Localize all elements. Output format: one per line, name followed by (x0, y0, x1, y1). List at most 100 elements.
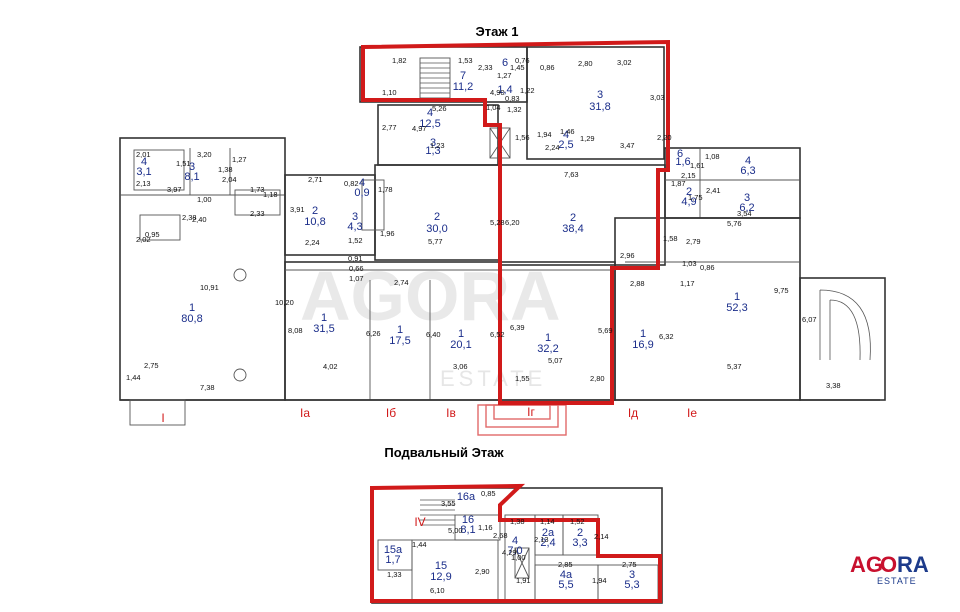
dimension-label: 1,14 (540, 517, 555, 526)
dimension-label: 1,51 (176, 159, 191, 168)
dimension-label: 0,76 (515, 56, 530, 65)
axis-labels: I Iа Iб Iв Iг Iд Iе IV (161, 405, 697, 529)
room-area: 6,2 (739, 202, 754, 214)
dimension-label: 5,77 (428, 237, 443, 246)
dimension-label: 2,85 (558, 560, 573, 569)
room-number: 3 (352, 211, 358, 223)
room-area: 7,0 (507, 545, 522, 557)
dimension-label: 7,38 (200, 383, 215, 392)
dimension-label: 6,32 (659, 332, 674, 341)
dimension-label: 0,86 (540, 63, 555, 72)
axis-label: IV (414, 515, 425, 529)
dimension-label: 1,16 (478, 523, 493, 532)
room-number: 1 (545, 332, 551, 344)
dimension-label: 3,06 (453, 362, 468, 371)
staircase-top (419, 57, 451, 99)
room-area: 1,7 (385, 554, 400, 566)
dimension-label: 0,86 (700, 263, 715, 272)
dimension-label: 2,75 (622, 560, 637, 569)
dimension-label: 1,78 (378, 185, 393, 194)
room-number: 3 (189, 161, 195, 173)
basement-lift (514, 547, 530, 579)
dimension-label: 2,02 (136, 235, 151, 244)
dimension-label: 1,58 (663, 234, 678, 243)
agora-logo: AG O RA ESTATE (850, 552, 929, 586)
dimension-label: 2,04 (222, 175, 237, 184)
dimension-label: 1,44 (412, 540, 427, 549)
dimension-label: 1,23 (430, 141, 445, 150)
dimension-label: 1,29 (580, 134, 595, 143)
dimension-label: 6,07 (802, 315, 817, 324)
room-area: 3,3 (572, 537, 587, 549)
room-number: 4 (512, 535, 518, 547)
dimension-label: 1,45 (510, 63, 525, 72)
dimension-label: 1,44 (126, 373, 141, 382)
dimension-label: 2,68 (493, 531, 508, 540)
lift-cross (514, 547, 530, 579)
room-number: 4 (563, 129, 569, 141)
dimension-label: 1,91 (516, 576, 531, 585)
dimension-label: 2,20 (657, 133, 672, 142)
stair-tower (799, 277, 886, 401)
dimension-label: 2,79 (686, 237, 701, 246)
dimension-label: 1,27 (497, 71, 512, 80)
dimension-label: 1,46 (560, 127, 575, 136)
dimension-label: 1,52 (570, 517, 585, 526)
room-area: 20,1 (450, 339, 471, 351)
room-number: 4а (560, 569, 573, 581)
dimension-label: 2,77 (382, 123, 397, 132)
room-number: 15а (384, 544, 403, 556)
room-area: 4,9 (681, 196, 696, 208)
room-area: 3,1 (136, 166, 151, 178)
dimension-label: 1,75 (688, 193, 703, 202)
room-number: 15 (435, 560, 447, 572)
dimension-label: 6,10 (430, 586, 445, 595)
room-area: 1,4 (497, 84, 512, 96)
axis-label: Iе (687, 406, 697, 420)
small-room (234, 189, 281, 216)
room-number: 3 (430, 137, 436, 149)
logo-text-ag: AG (850, 552, 883, 577)
room-labels: 7 11,2 6 1,4 3 31,8 4 12,5 3 1,3 4 2,5 4… (136, 57, 755, 591)
dimension-label: 1,00 (511, 553, 526, 562)
dimension-label: 7,63 (564, 170, 579, 179)
dimension-label: 4,02 (323, 362, 338, 371)
dimension-label: 1,94 (592, 576, 607, 585)
dimension-label: 1,61 (690, 161, 705, 170)
logo-subtext: ESTATE (877, 576, 917, 586)
floor1-title: Этаж 1 (476, 24, 519, 39)
room-number: 6 (677, 148, 683, 160)
dimension-label: 5,00 (448, 526, 463, 535)
entrance-porch (129, 399, 186, 426)
logo-text-ra: RA (897, 552, 929, 577)
watermark-subtext: ESTATE (440, 366, 546, 391)
dimension-label: 10,91 (200, 283, 219, 292)
room-area: 6,3 (740, 165, 755, 177)
room-area: 31,5 (313, 323, 334, 335)
dimension-label: 6,20 (505, 218, 520, 227)
dimension-label: 1,53 (458, 56, 473, 65)
wall-room (526, 46, 665, 160)
dimension-label: 0,85 (481, 489, 496, 498)
room-number: 6 (502, 57, 508, 69)
dimension-label: 2,80 (578, 59, 593, 68)
room-number: 2 (434, 211, 440, 223)
basement-stairs (420, 499, 455, 526)
dimension-label: 1,22 (520, 86, 535, 95)
room-number: 3 (629, 569, 635, 581)
dimension-label: 2,33 (478, 63, 493, 72)
dimension-label: 1,56 (515, 133, 530, 142)
dimension-label: 1,08 (705, 152, 720, 161)
dimension-label: 1,52 (348, 236, 363, 245)
dimension-label: 2,88 (630, 279, 645, 288)
axis-label: Iа (300, 406, 310, 420)
dimension-label: 1,18 (263, 190, 278, 199)
dimension-label: 4,90 (490, 88, 505, 97)
dimension-label: 2,90 (475, 567, 490, 576)
room-number: 2 (570, 212, 576, 224)
room-number: 1 (189, 302, 195, 314)
axis-label: Iв (446, 406, 456, 420)
dimension-label: 5,69 (598, 326, 613, 335)
